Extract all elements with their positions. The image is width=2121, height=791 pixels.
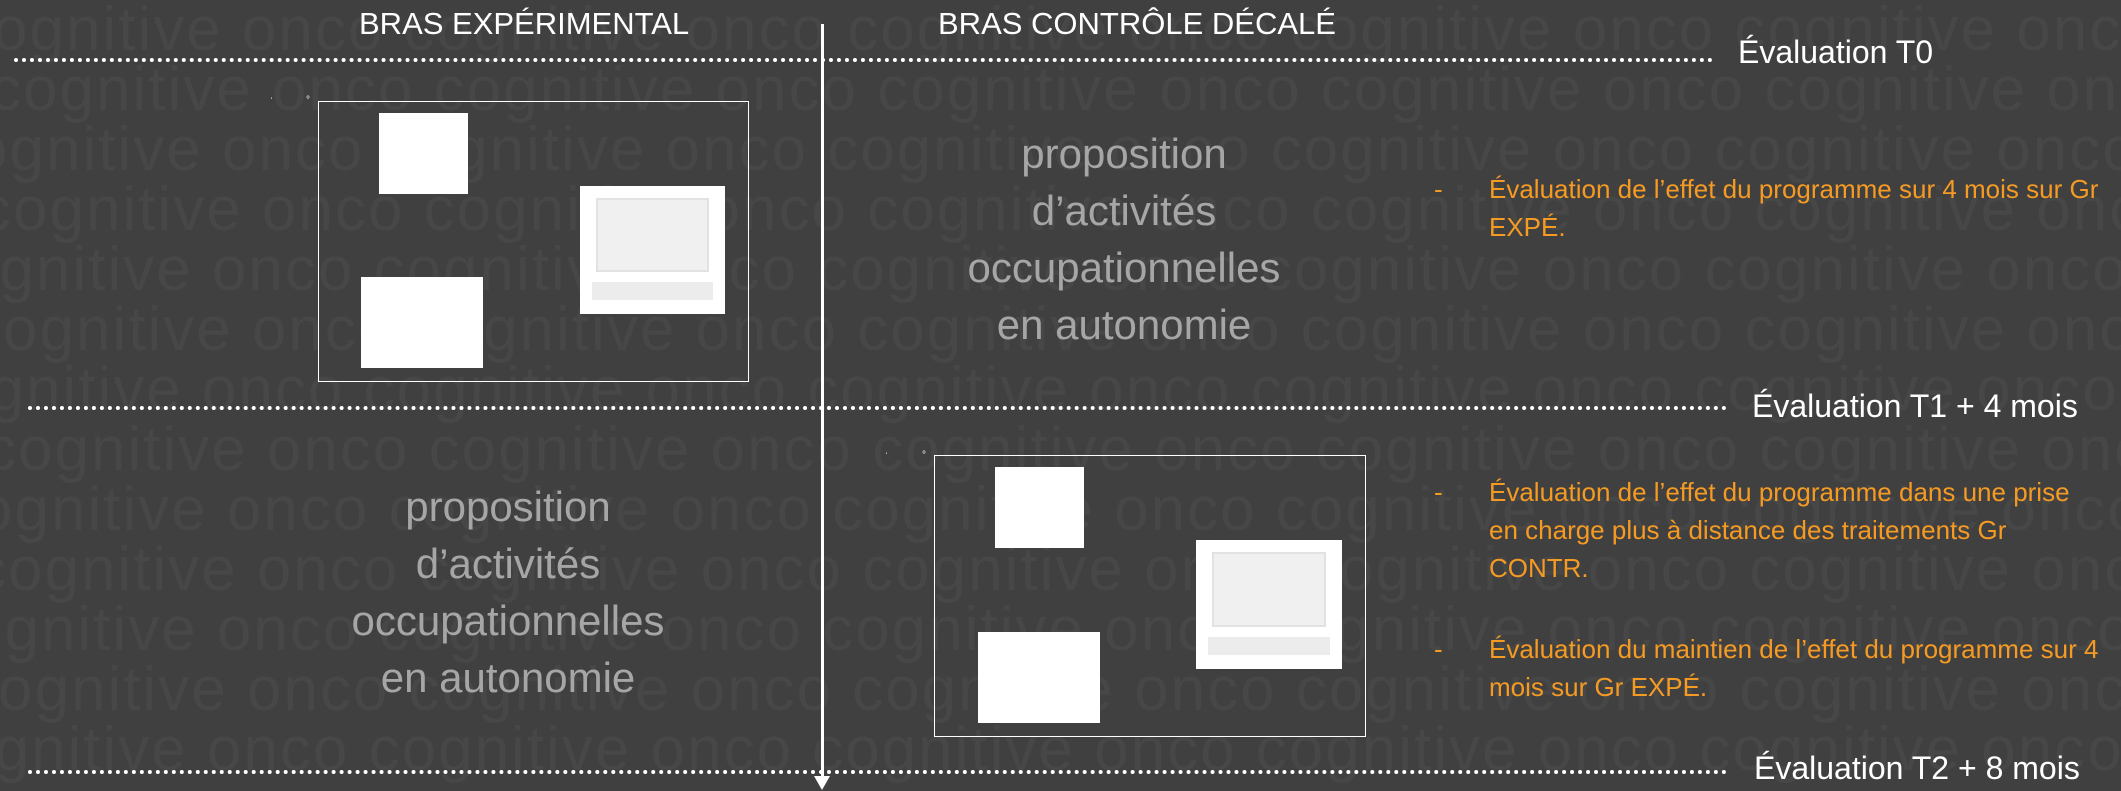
activity-line: d’activités <box>415 540 601 587</box>
experimental-arm-header: BRAS EXPÉRIMENTAL <box>359 6 690 41</box>
watermark-row: cognitive onco cognitive onco cognitive … <box>0 355 2119 424</box>
evaluation-t1-label: Évaluation T1 + 4 mois <box>1752 388 2078 424</box>
evaluation-t2-line <box>28 770 1728 774</box>
evaluation-t0-line <box>14 58 1714 62</box>
laptop-icon <box>580 186 725 314</box>
bullet-dash: - <box>1434 477 1443 507</box>
bullet-dash: - <box>1434 634 1443 664</box>
watermark-row: cognitive onco cognitive onco cognitive … <box>0 55 2121 124</box>
bullet-dash: - <box>1434 174 1443 204</box>
activity-line: d’activités <box>1031 187 1217 234</box>
bullet-text: Évaluation de l’effet du programme dans … <box>1489 477 2070 583</box>
evaluation-t1-line <box>28 406 1728 410</box>
evaluation-t2-label: Évaluation T2 + 8 mois <box>1754 750 2080 786</box>
experimental-activity-text: proposition d’activités occupationnelles… <box>298 478 718 706</box>
watermark-row: cognitive onco cognitive onco cognitive … <box>0 0 2121 64</box>
watermark-row: cognitive onco cognitive onco cognitive … <box>0 115 2121 184</box>
bullet-item: - Évaluation de l’effet du programme sur… <box>1434 170 2121 250</box>
tiny-marker-icon: ˈ <box>885 452 889 463</box>
activity-line: occupationnelles <box>351 597 665 644</box>
watermark-row: cognitive onco cognitive onco cognitive … <box>0 175 2121 244</box>
program-image-placeholder <box>361 277 483 368</box>
control-program-panel <box>934 455 1366 737</box>
activity-line: proposition <box>405 483 611 530</box>
evaluation-t0-label: Évaluation T0 <box>1738 34 1934 70</box>
tiny-marker-icon: ° <box>306 95 310 106</box>
laptop-icon <box>1196 540 1342 669</box>
program-image-placeholder <box>978 632 1100 723</box>
bullet-item: - Évaluation de l’effet du programme dan… <box>1434 473 2121 593</box>
activity-line: occupationnelles <box>967 244 1281 291</box>
tiny-marker-icon: ˈ <box>270 97 274 108</box>
timeline-axis <box>821 24 824 780</box>
activity-line: en autonomie <box>996 301 1252 348</box>
bullet-item: - Évaluation du maintien de l’effet du p… <box>1434 630 2121 710</box>
program-image-placeholder <box>995 467 1084 548</box>
activity-line: proposition <box>1021 130 1227 177</box>
control-activity-text: proposition d’activités occupationnelles… <box>914 125 1334 353</box>
bullet-text: Évaluation de l’effet du programme sur 4… <box>1489 174 2099 242</box>
experimental-program-panel <box>318 101 749 382</box>
control-arm-header: BRAS CONTRÔLE DÉCALÉ <box>938 6 1336 41</box>
tiny-marker-icon: ° <box>922 450 926 461</box>
activity-line: en autonomie <box>380 654 636 701</box>
timeline-arrow-icon <box>814 776 830 790</box>
program-image-placeholder <box>379 113 468 194</box>
watermark-row: cognitive onco cognitive onco cognitive … <box>0 295 2121 364</box>
bullet-text: Évaluation du maintien de l’effet du pro… <box>1489 634 2099 702</box>
watermark-row: cognitive onco cognitive onco cognitive … <box>0 235 2121 304</box>
